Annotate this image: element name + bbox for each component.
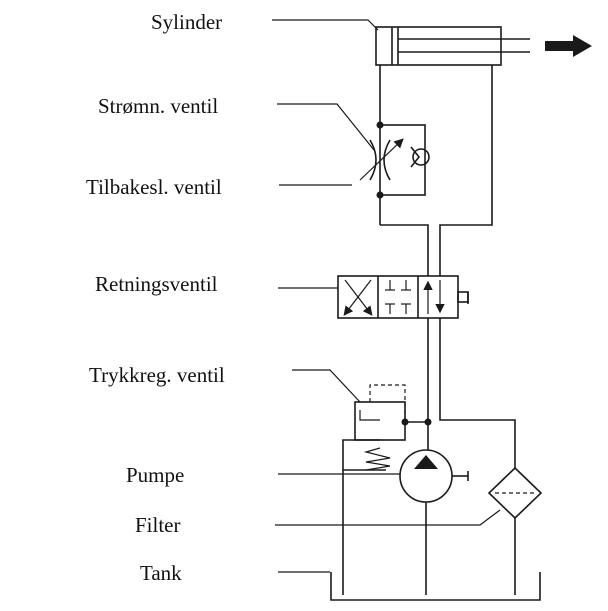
label-cylinder: Sylinder bbox=[151, 10, 222, 34]
spring-icon bbox=[363, 447, 391, 471]
leader-cylinder bbox=[272, 19, 379, 31]
tank-symbol bbox=[330, 572, 541, 601]
valve-actuator-icon bbox=[457, 291, 469, 303]
label-pump: Pumpe bbox=[126, 463, 184, 487]
pump-triangle-icon bbox=[414, 455, 438, 469]
label-pressure-valve: Trykkreg. ventil bbox=[89, 363, 225, 387]
leader-flow-valve bbox=[277, 103, 375, 151]
check-ball-icon bbox=[412, 148, 430, 166]
filter-symbol bbox=[487, 466, 543, 520]
label-filter: Filter bbox=[135, 513, 181, 537]
leader-lines bbox=[272, 19, 501, 573]
pressure-valve-symbol bbox=[354, 384, 406, 471]
leader-pressure-valve bbox=[292, 369, 361, 403]
flow-check-valve-symbol bbox=[359, 65, 430, 225]
pump-symbol bbox=[399, 449, 469, 503]
label-flow-valve: Strømn. ventil bbox=[98, 94, 218, 118]
label-check-valve: Tilbakesl. ventil bbox=[86, 175, 222, 199]
label-directional-valve: Retningsventil bbox=[95, 272, 218, 296]
arrow-right-icon bbox=[545, 35, 592, 57]
directional-valve-symbol bbox=[337, 275, 469, 319]
label-tank: Tank bbox=[140, 561, 182, 585]
pipework bbox=[342, 65, 516, 595]
cylinder-symbol bbox=[375, 26, 592, 66]
leader-filter bbox=[275, 509, 501, 526]
